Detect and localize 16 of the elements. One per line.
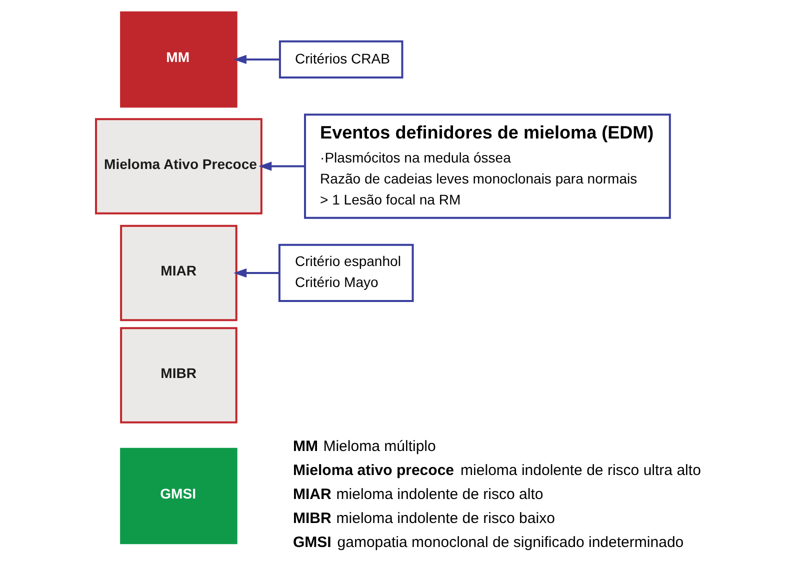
node-box: MIBR [120, 327, 238, 424]
arrow [233, 54, 280, 64]
label: MIAR mieloma indolente de risco alto [292, 486, 544, 504]
arrow [258, 162, 305, 171]
node-box: GMSI [120, 448, 238, 544]
label: MIBR mieloma indolente de risco baixo [292, 510, 555, 528]
label: MM Mieloma múltiplo [292, 438, 436, 455]
label: Mieloma ativo precoce mieloma indolente de risco ultra alto [292, 462, 701, 479]
node-box: Eventos definidores de mieloma (EDM) ·Plasmócitos na medula óssea Razão de cadeias leves monoclonais para normais > 1 Lesão focal na RM [304, 114, 671, 219]
node-box: Critério espanhol Critério Mayo [278, 244, 414, 302]
arrow [234, 268, 280, 278]
node-box: MM [120, 11, 238, 108]
node-box: Mieloma Ativo Precoce [95, 118, 262, 214]
label: GMSI gamopatia monoclonal de significado indeterminado [292, 534, 684, 552]
node-box: Critérios CRAB [278, 40, 404, 78]
node-box: MIAR [120, 224, 238, 322]
